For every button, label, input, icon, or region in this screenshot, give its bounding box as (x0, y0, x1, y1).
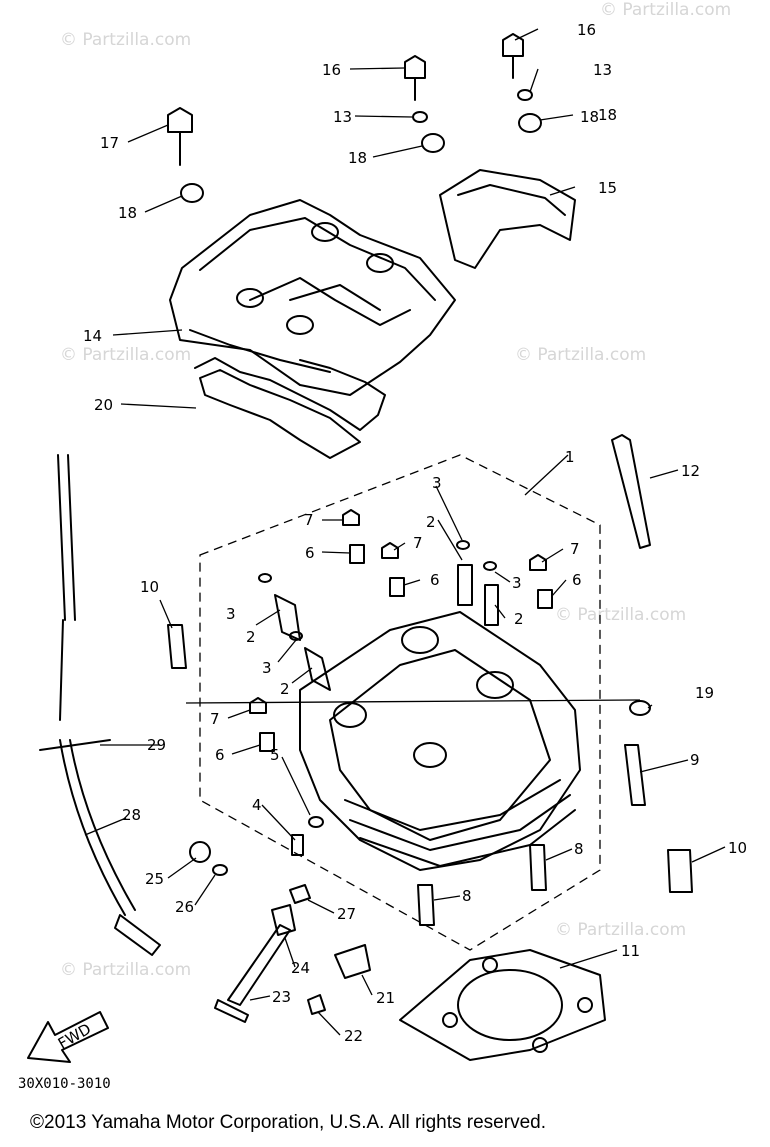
callout: 7 (210, 710, 220, 728)
callout: 29 (147, 736, 166, 754)
callout: 6 (305, 544, 315, 562)
callout: 8 (574, 840, 584, 858)
watermark: © Partzilla.com (60, 345, 191, 365)
watermark: © Partzilla.com (515, 345, 646, 365)
callout: 18 (598, 106, 617, 124)
breather-cover (439, 169, 576, 269)
callout: 2 (280, 680, 290, 698)
callout: 16 (577, 21, 596, 39)
callout: 6 (215, 746, 225, 764)
valve-guides (258, 540, 499, 691)
callout: 3 (226, 605, 236, 623)
callout: 9 (690, 751, 700, 769)
callout: 26 (175, 898, 194, 916)
callout: 3 (512, 574, 522, 592)
callout: 3 (262, 659, 272, 677)
callout: 19 (695, 684, 714, 702)
cylinder-head (199, 454, 601, 951)
callout: 18 (118, 204, 137, 222)
callout: 13 (593, 61, 612, 79)
watermark: © Partzilla.com (555, 920, 686, 940)
callout: 6 (430, 571, 440, 589)
callout: 10 (728, 839, 747, 857)
watermark: © Partzilla.com (60, 960, 191, 980)
callout: 11 (621, 942, 640, 960)
callout: 8 (462, 887, 472, 905)
callout: 6 (572, 571, 582, 589)
callout: 28 (122, 806, 141, 824)
callout: 12 (681, 462, 700, 480)
stud-bolt-and-plug (417, 434, 651, 926)
watermark: © Partzilla.com (555, 605, 686, 625)
callout: 27 (337, 905, 356, 923)
callout: 21 (376, 989, 395, 1007)
plugs-and-seals (167, 509, 693, 893)
callout: 2 (246, 628, 256, 646)
leader-lines (84, 28, 726, 1036)
callout: 18 (580, 108, 599, 126)
cable-and-oil-pipe (39, 454, 161, 956)
cylinder-head-cover (169, 199, 456, 396)
callout: 23 (272, 988, 291, 1006)
callout: 16 (322, 61, 341, 79)
watermark: © Partzilla.com (600, 0, 731, 20)
callout: 5 (270, 746, 280, 764)
lower-fittings (189, 816, 371, 1023)
callout: 15 (598, 179, 617, 197)
watermarks: © Partzilla.com © Partzilla.com © Partzi… (60, 0, 731, 980)
cylinder-gasket (399, 949, 606, 1061)
callout: 14 (83, 327, 102, 345)
head-cover-gasket (194, 357, 386, 459)
callout: 13 (333, 108, 352, 126)
callout: 1 (565, 448, 575, 466)
callout-labels: 1 2 2 2 2 3 3 3 3 4 5 6 6 6 6 7 7 7 7 8 … (83, 21, 747, 1045)
watermark: © Partzilla.com (60, 30, 191, 50)
callout: 4 (252, 796, 262, 814)
callout: 24 (291, 959, 310, 977)
callout: 18 (348, 149, 367, 167)
diagram-reference-code: 30X010-3010 (18, 1076, 111, 1092)
callout: 3 (432, 474, 442, 492)
callout: 2 (426, 513, 436, 531)
callout: 7 (570, 540, 580, 558)
bolts-top (167, 33, 542, 203)
callout: 7 (413, 534, 423, 552)
callout: 22 (344, 1027, 363, 1045)
callout: 10 (140, 578, 159, 596)
callout: 17 (100, 134, 119, 152)
copyright-notice: ©2013 Yamaha Motor Corporation, U.S.A. A… (30, 1112, 546, 1133)
fwd-arrow-icon: FWD (27, 1011, 109, 1063)
callout: 7 (304, 511, 314, 529)
callout: 2 (514, 610, 524, 628)
callout: 20 (94, 396, 113, 414)
callout: 25 (145, 870, 164, 888)
